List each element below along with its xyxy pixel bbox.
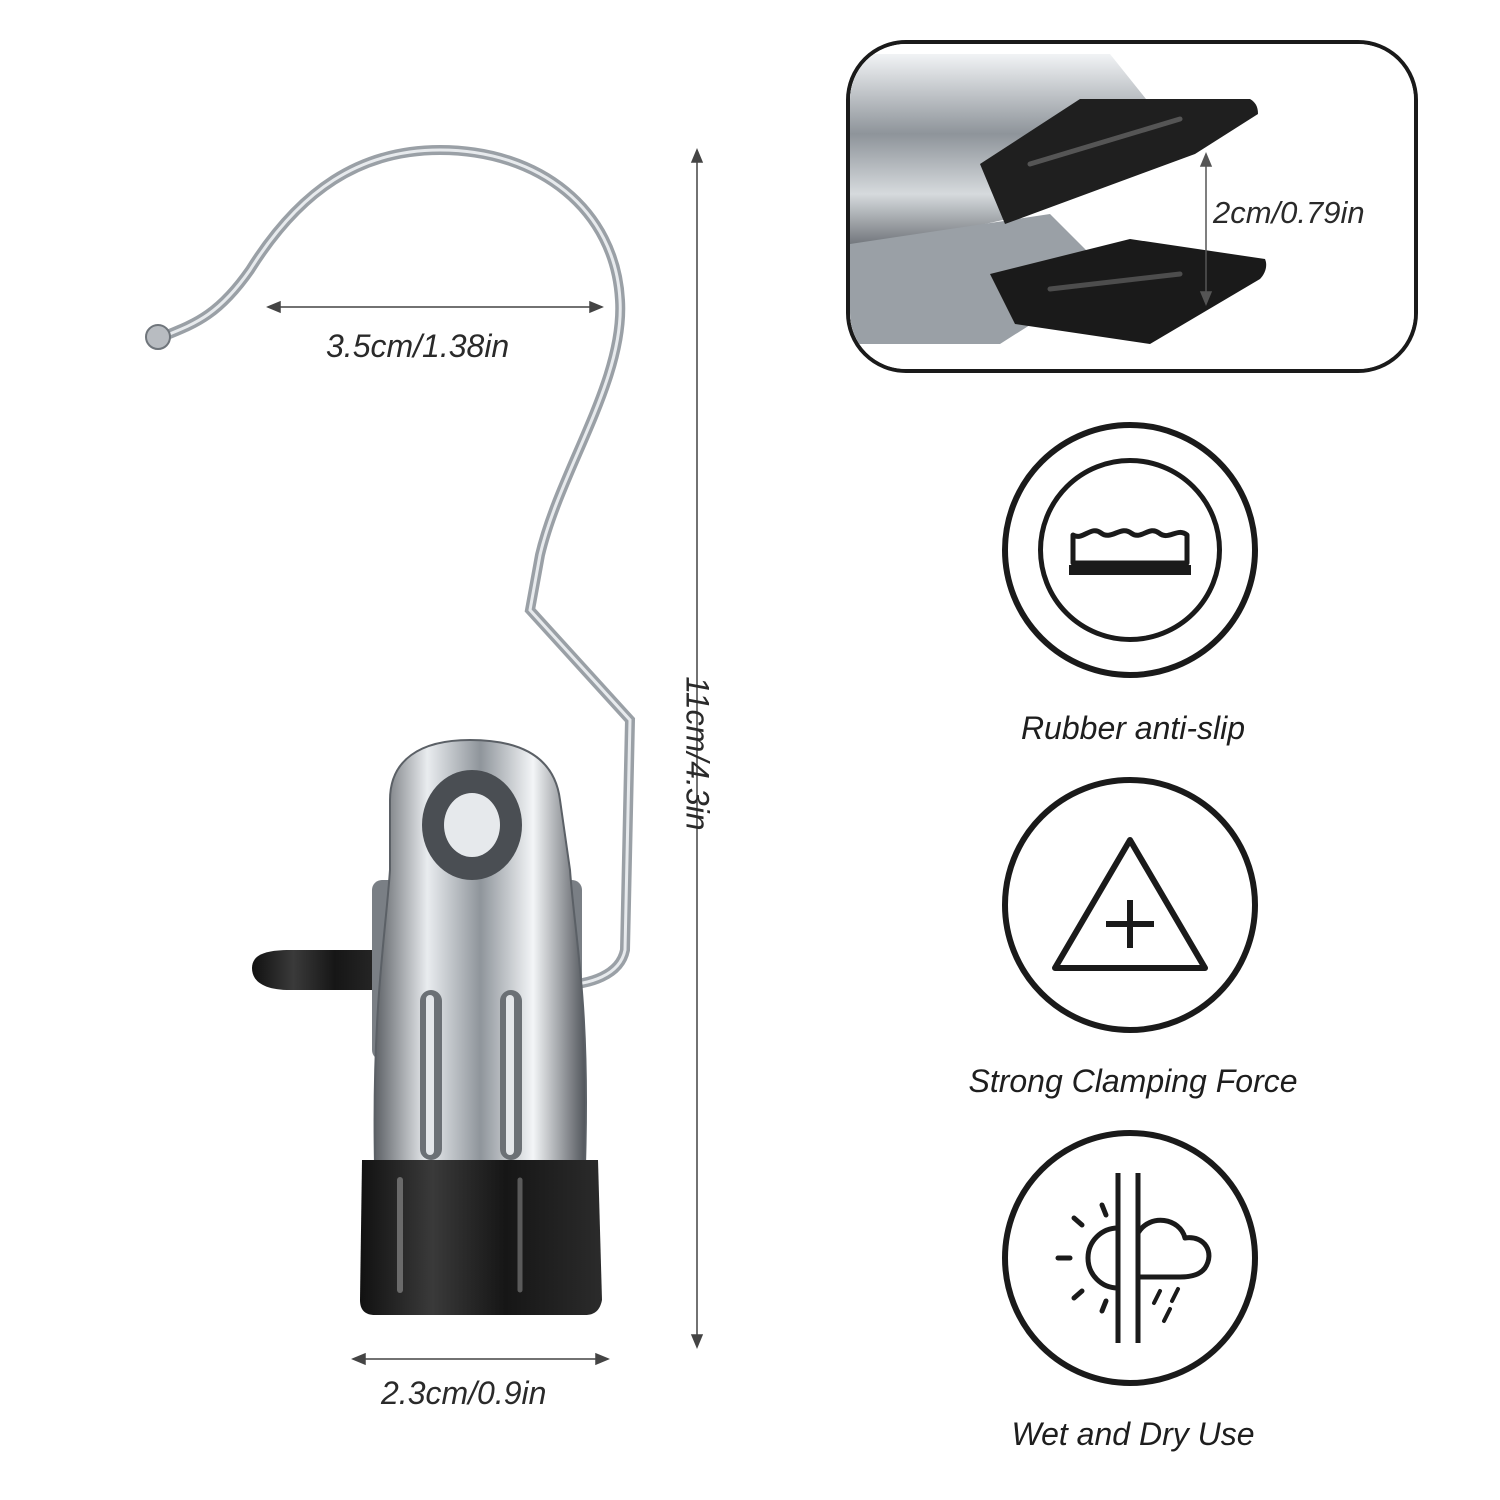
hook-width-label: 3.5cm/1.38in bbox=[326, 328, 510, 364]
feature-label-rubber: Rubber anti-slip bbox=[1020, 710, 1246, 746]
feature-inner-ring bbox=[1038, 458, 1222, 642]
feature-circle-clamping bbox=[1002, 777, 1258, 1033]
feature-label-clamping: Strong Clamping Force bbox=[968, 1063, 1298, 1099]
hook-width-arrow bbox=[266, 300, 604, 314]
feature-circle-rubber bbox=[1002, 422, 1258, 678]
total-height-label: 11cm/4.3in bbox=[679, 676, 716, 831]
hook-end-cap bbox=[145, 324, 171, 350]
height-arrow bbox=[690, 148, 704, 1349]
feature-label-wet-dry: Wet and Dry Use bbox=[1011, 1416, 1255, 1452]
hanger-clip-drawing bbox=[145, 144, 704, 1366]
clip-rubber-tip bbox=[360, 1160, 602, 1315]
jaw-opening-label: 2cm/0.79in bbox=[1213, 195, 1365, 230]
sun-cloud-rain-icon bbox=[1055, 1173, 1212, 1343]
clip-lever bbox=[252, 950, 390, 990]
rubber-pad-icon bbox=[1069, 528, 1191, 575]
clip-width-label: 2.3cm/0.9in bbox=[381, 1375, 547, 1411]
triangle-plus-icon bbox=[1052, 837, 1208, 971]
jaw-detail-panel bbox=[846, 40, 1418, 373]
jaw-detail-drawing bbox=[850, 44, 1414, 369]
product-illustration bbox=[145, 144, 704, 1366]
feature-circle-wet-dry bbox=[1002, 1130, 1258, 1386]
clip-width-arrow bbox=[351, 1352, 610, 1366]
